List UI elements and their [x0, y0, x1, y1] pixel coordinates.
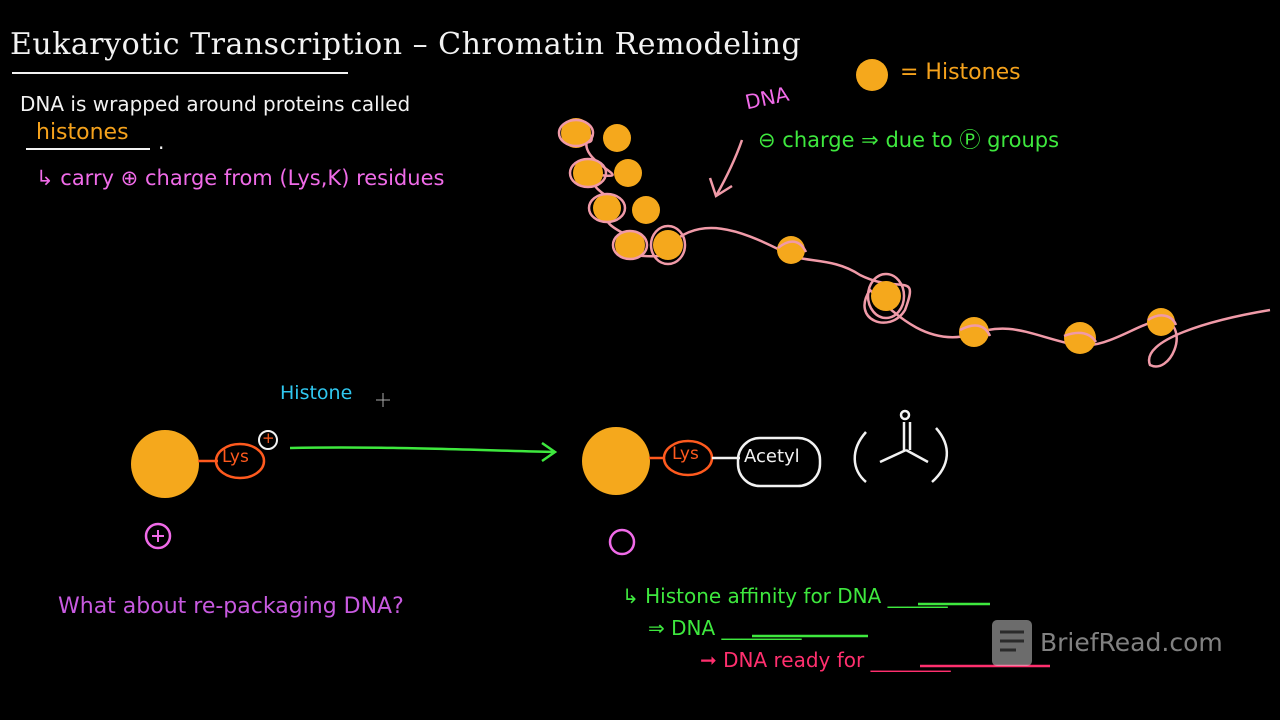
- histone-bead: [603, 124, 631, 152]
- lys-label-right: Lys: [672, 444, 699, 464]
- lys-bubble-left: [214, 442, 266, 480]
- dna-pointer-arrow: [714, 139, 744, 197]
- neutral-charge-symbol: [608, 528, 636, 556]
- histone-bead: [959, 317, 989, 347]
- positive-charge-symbol: [144, 522, 172, 550]
- histone-bead: [1147, 308, 1175, 336]
- acetyl-box: [736, 436, 822, 488]
- histone-bead: [593, 194, 621, 222]
- histone-left: [131, 430, 199, 498]
- acetyl-label: Acetyl: [744, 446, 800, 467]
- cursor-crosshair-icon: [376, 393, 390, 407]
- legend-histone-icon: [856, 59, 888, 91]
- affinity-consequence: ↳ Histone affinity for DNA ______: [622, 584, 948, 608]
- lys-label-left: Lys: [222, 447, 249, 467]
- histone-bead: [573, 158, 603, 188]
- intro-period: .: [158, 130, 165, 154]
- histone-bead: [614, 159, 642, 187]
- dna-consequence: ⇒ DNA ________: [648, 616, 802, 640]
- page-title: Eukaryotic Transcription – Chromatin Rem…: [10, 27, 802, 62]
- histone-label: Histone: [280, 382, 353, 404]
- nucleosome-cluster: [561, 118, 1175, 354]
- histone-bead: [653, 230, 683, 260]
- lys-positive-charge-left: [258, 430, 278, 450]
- histone-bead: [615, 230, 645, 260]
- histone-legend-label: = Histones: [900, 60, 1021, 85]
- reaction-arrowhead: [541, 441, 558, 463]
- histone-right: [582, 427, 650, 495]
- histone-bead: [777, 236, 805, 264]
- histone-bead: [871, 281, 901, 311]
- histone-bead: [632, 196, 660, 224]
- histone-bead: [1064, 322, 1096, 354]
- watermark: BriefRead.com: [1040, 628, 1223, 657]
- lys-plus-sign: +: [262, 429, 275, 447]
- histones-term: histones: [36, 120, 129, 145]
- histones-underline: [26, 148, 150, 150]
- histone-bead: [561, 118, 591, 148]
- dna-charge-note: ⊖ charge ⇒ due to Ⓟ groups: [758, 128, 1060, 152]
- title-underline: [12, 72, 348, 74]
- ready-consequence: ➞ DNA ready for ________: [700, 648, 951, 672]
- acetyl-structure: [853, 409, 949, 483]
- briefread-logo-icon: [992, 620, 1032, 666]
- reaction-arrow: [289, 446, 555, 454]
- dna-pointer-arrowhead: [708, 177, 733, 198]
- repackaging-question: What about re-packaging DNA?: [58, 594, 404, 619]
- dna-wraps: [557, 118, 1178, 343]
- charge-note: ↳ carry ⊕ charge from (Lys,K) residues: [36, 166, 445, 190]
- intro-text: DNA is wrapped around proteins called: [20, 92, 411, 116]
